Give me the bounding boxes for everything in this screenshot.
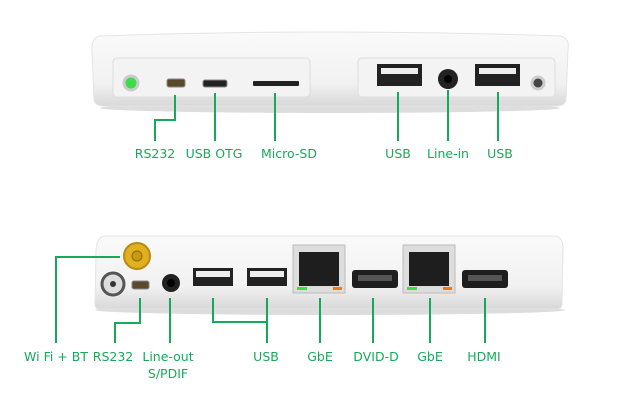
usb-port (377, 64, 422, 86)
label-wifi-bt: Wi Fi + BT (24, 349, 88, 364)
label-hdmi: HDMI (467, 349, 501, 364)
micro-sd-slot (253, 81, 299, 86)
label-gbe: GbE (307, 349, 333, 364)
power-button (122, 74, 140, 92)
label-line-in: Line-in (427, 146, 469, 161)
label-usb: USB (385, 146, 411, 161)
device-back (94, 235, 565, 315)
reset-button (530, 75, 546, 91)
usb-otg-port (202, 79, 228, 88)
rs232-port (131, 280, 150, 290)
label-spdif-text: S/PDIF (147, 366, 189, 381)
label-usb-otg: USB OTG (185, 146, 243, 161)
bottom-callout-lines (55, 256, 486, 343)
label-usb: USB (487, 146, 513, 161)
device-front (91, 31, 569, 113)
label-dvi-d: DVID-D (353, 349, 399, 364)
label-line-out-text: Line-out (142, 349, 194, 364)
label-rs232: RS232 (134, 146, 176, 161)
top-callout-lines (154, 90, 499, 141)
usb-port (475, 64, 520, 86)
label-usb: USB (253, 349, 279, 364)
label-gbe: GbE (417, 349, 443, 364)
label-micro-sd: Micro-SD (261, 146, 317, 161)
rs232-port (166, 78, 186, 88)
label-rs232: RS232 (92, 349, 134, 364)
